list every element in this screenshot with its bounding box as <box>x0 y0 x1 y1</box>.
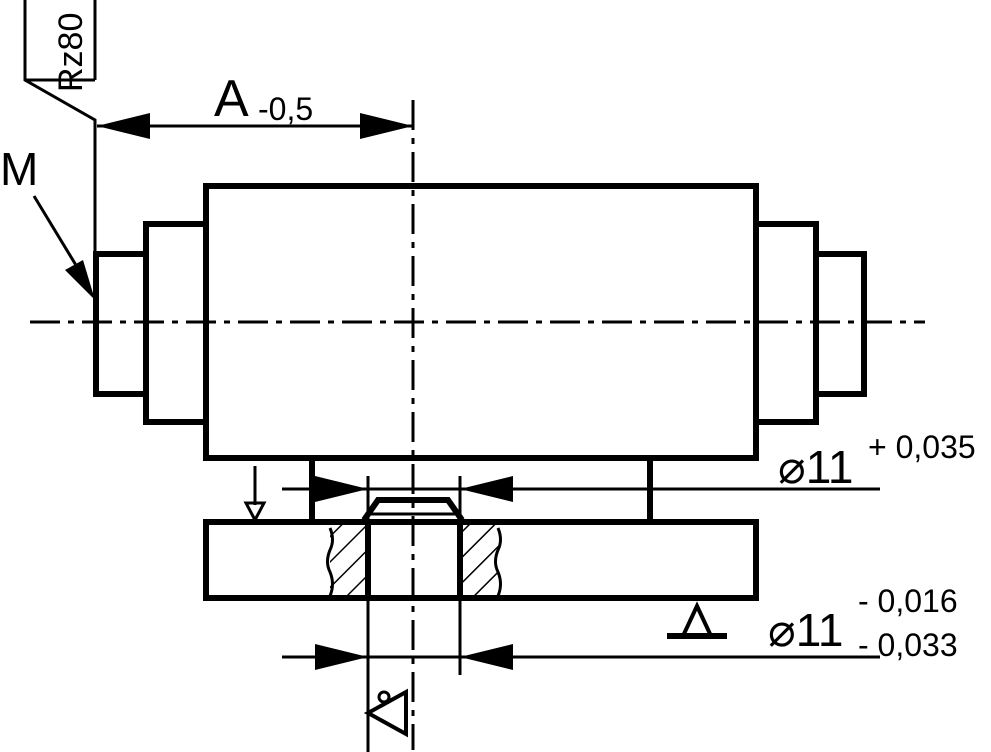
pin-dimension <box>282 644 880 670</box>
roughness-symbol: Rz80 <box>23 0 97 300</box>
hole-dimension <box>282 476 880 752</box>
clamp-arrow <box>243 466 267 524</box>
dimension-a-tolerance: -0,5 <box>258 91 313 127</box>
dimension-a <box>97 113 413 139</box>
dimension-a-label: A <box>214 70 249 128</box>
fixture-plate <box>203 519 759 601</box>
shaft <box>93 183 867 522</box>
support-triangle <box>667 601 727 639</box>
hole-diameter: ⌀11 <box>778 441 853 493</box>
locating-pin <box>361 497 465 522</box>
pin-tolerance-upper: - 0,016 <box>858 583 958 619</box>
hole-tolerance-upper: + 0,035 <box>868 429 976 465</box>
pin-tolerance-lower: - 0,033 <box>858 627 958 663</box>
pin-support-symbol <box>363 688 408 738</box>
surface-label: M <box>0 143 38 195</box>
roughness-value: Rz80 <box>52 13 90 92</box>
surface-leader <box>32 195 95 300</box>
pin-diameter: ⌀11 <box>768 604 843 656</box>
